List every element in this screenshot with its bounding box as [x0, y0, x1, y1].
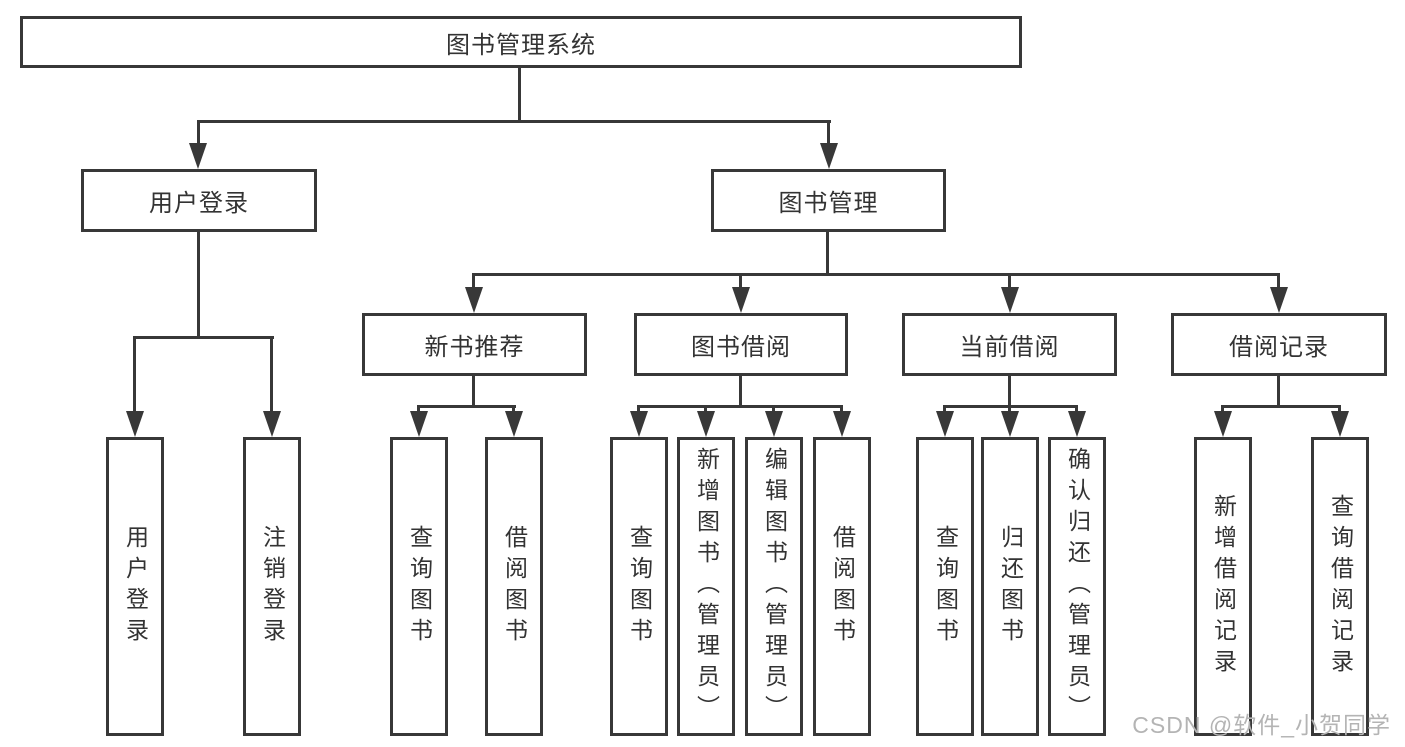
arrowhead-bb-query — [630, 411, 648, 437]
node-current-borrowing-label: 当前借阅 — [959, 334, 1060, 361]
leaf-user-login-label: 用户登录 — [122, 524, 149, 649]
connector-root-stub — [518, 68, 521, 123]
connector-user-login-bar — [133, 336, 274, 339]
connector-level3-bar — [472, 273, 1280, 276]
leaf-cb-return-books-label: 归还图书 — [997, 524, 1024, 649]
node-current-borrowing: 当前借阅 — [902, 313, 1117, 376]
node-borrowing-records-label: 借阅记录 — [1229, 334, 1329, 361]
arrowhead-user-login — [189, 143, 207, 169]
node-borrowing-records: 借阅记录 — [1171, 313, 1387, 376]
connector-book-mgmt-stub — [826, 232, 829, 276]
leaf-cb-return-books: 归还图书 — [981, 437, 1039, 736]
leaf-nb-borrow-books: 借阅图书 — [485, 437, 543, 736]
arrowhead-login-leaf — [126, 411, 144, 437]
leaf-bb-edit-books-admin: 编辑图书（管理员） — [745, 437, 803, 736]
connector-drop-borrow-records — [1277, 273, 1280, 289]
leaf-bb-edit-books-admin-label: 编辑图书（管理员） — [761, 447, 788, 726]
connector-borrow-records-bar — [1221, 405, 1341, 408]
arrowhead-bb-borrow — [833, 411, 851, 437]
arrowhead-book-mgmt — [820, 143, 838, 169]
leaf-nb-query-books-label: 查询图书 — [406, 524, 433, 649]
arrowhead-logout-leaf — [263, 411, 281, 437]
connector-drop-book-mgmt — [827, 120, 830, 145]
leaf-logout: 注销登录 — [243, 437, 301, 736]
leaf-br-add-record: 新增借阅记录 — [1194, 437, 1252, 736]
leaf-nb-query-books: 查询图书 — [390, 437, 448, 736]
arrowhead-new-books — [465, 287, 483, 313]
connector-new-books-stub — [472, 375, 475, 408]
arrowhead-nb-query — [410, 411, 428, 437]
leaf-br-query-record-label: 查询借阅记录 — [1327, 493, 1354, 680]
connector-new-books-bar — [417, 405, 516, 408]
leaf-nb-borrow-books-label: 借阅图书 — [501, 524, 528, 649]
node-book-borrowing: 图书借阅 — [634, 313, 848, 376]
node-book-management-label: 图书管理 — [778, 190, 879, 217]
connector-book-borrow-stub — [739, 375, 742, 408]
arrowhead-br-add — [1214, 411, 1232, 437]
connector-drop-login-leaf — [133, 336, 136, 413]
leaf-br-add-record-label: 新增借阅记录 — [1210, 493, 1237, 680]
connector-book-borrow-bar — [637, 405, 843, 408]
leaf-br-query-record: 查询借阅记录 — [1311, 437, 1369, 736]
csdn-watermark: CSDN @软件_小贺同学 — [1132, 712, 1391, 738]
connector-drop-user-login — [197, 120, 200, 145]
connector-drop-current-borrow — [1008, 273, 1011, 289]
leaf-cb-confirm-return-admin-label: 确认归还（管理员） — [1064, 447, 1091, 726]
leaf-cb-query-books: 查询图书 — [916, 437, 974, 736]
arrowhead-nb-borrow — [505, 411, 523, 437]
leaf-cb-query-books-label: 查询图书 — [932, 524, 959, 649]
arrowhead-cb-query — [936, 411, 954, 437]
arrowhead-cb-confirm — [1068, 411, 1086, 437]
arrowhead-current-borrow — [1001, 287, 1019, 313]
arrowhead-borrow-records — [1270, 287, 1288, 313]
leaf-cb-confirm-return-admin: 确认归还（管理员） — [1048, 437, 1106, 736]
arrowhead-br-query — [1331, 411, 1349, 437]
leaf-bb-query-books: 查询图书 — [610, 437, 668, 736]
arrowhead-bb-edit — [765, 411, 783, 437]
arrowhead-book-borrow — [732, 287, 750, 313]
connector-drop-new-books — [472, 273, 475, 289]
arrowhead-cb-return — [1001, 411, 1019, 437]
connector-user-login-stub — [197, 232, 200, 339]
leaf-bb-add-books-admin-label: 新增图书（管理员） — [693, 447, 720, 726]
node-new-book-recommend: 新书推荐 — [362, 313, 587, 376]
leaf-user-login: 用户登录 — [106, 437, 164, 736]
leaf-bb-borrow-books-label: 借阅图书 — [829, 524, 856, 649]
connector-level2-bar — [197, 120, 831, 123]
leaf-bb-borrow-books: 借阅图书 — [813, 437, 871, 736]
leaf-bb-add-books-admin: 新增图书（管理员） — [677, 437, 735, 736]
connector-current-borrow-stub — [1008, 375, 1011, 408]
node-user-login-label: 用户登录 — [149, 190, 249, 217]
connector-borrow-records-stub — [1277, 373, 1280, 408]
node-book-management: 图书管理 — [711, 169, 946, 232]
node-user-login: 用户登录 — [81, 169, 317, 232]
connector-drop-logout-leaf — [270, 336, 273, 413]
leaf-logout-label: 注销登录 — [259, 524, 286, 649]
connector-drop-book-borrow — [739, 273, 742, 289]
node-root-label: 图书管理系统 — [446, 31, 596, 59]
node-root-system: 图书管理系统 — [20, 16, 1022, 68]
node-new-book-recommend-label: 新书推荐 — [424, 334, 525, 361]
leaf-bb-query-books-label: 查询图书 — [626, 524, 653, 649]
node-book-borrowing-label: 图书借阅 — [691, 334, 791, 361]
arrowhead-bb-add — [697, 411, 715, 437]
